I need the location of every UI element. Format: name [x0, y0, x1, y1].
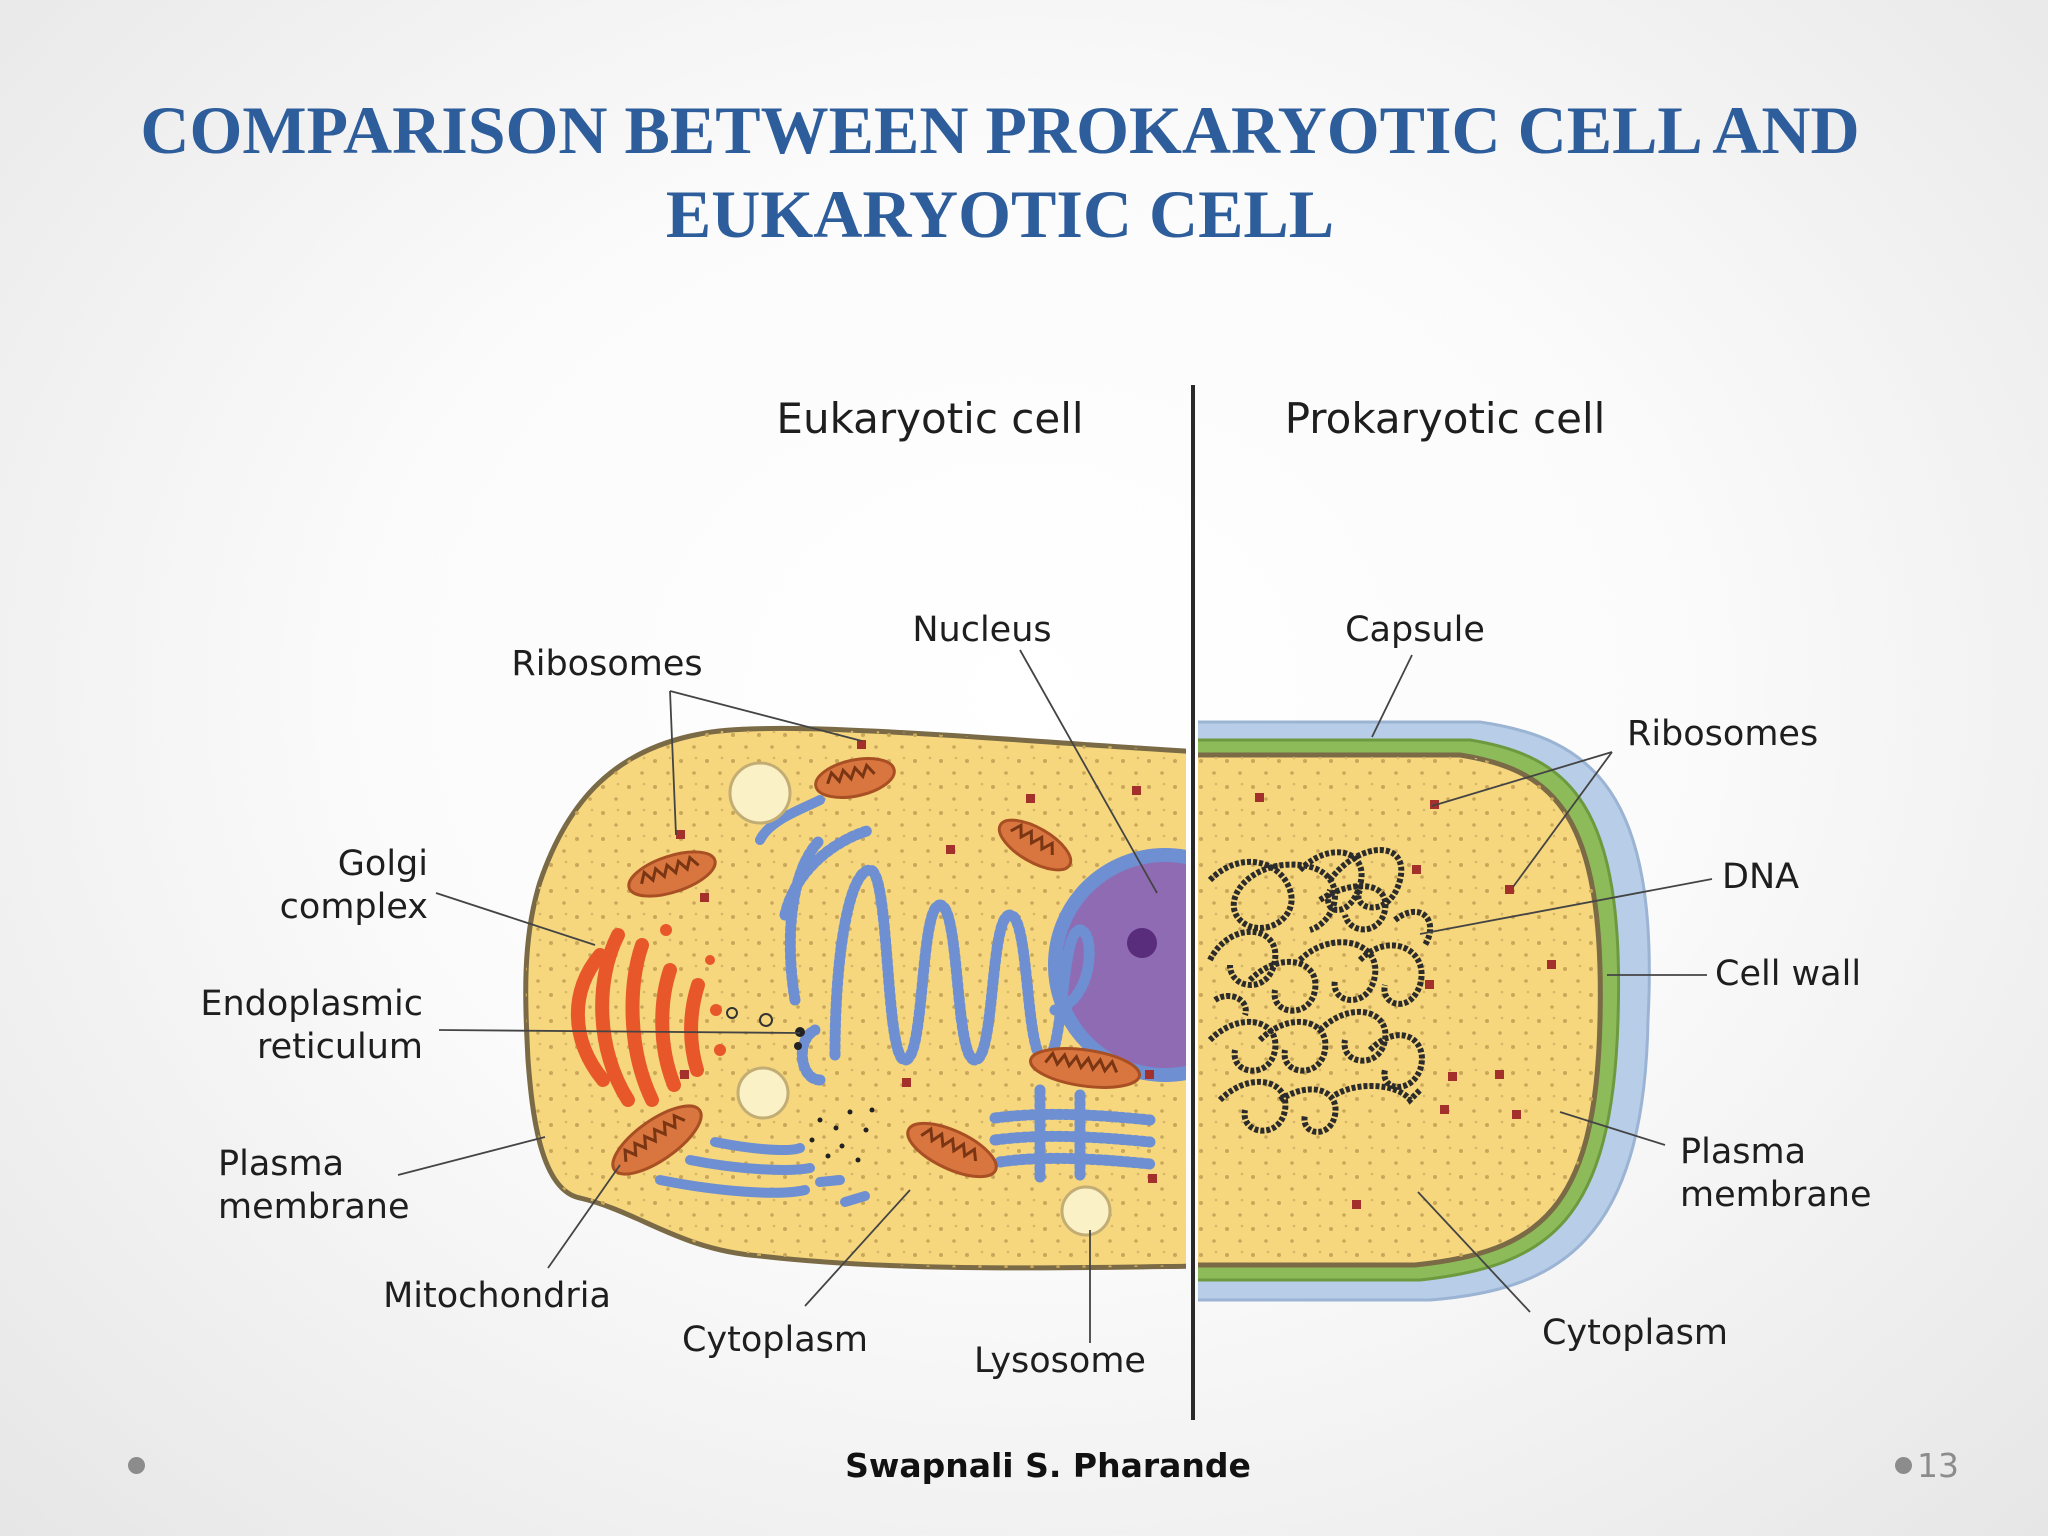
footer-author: Swapnali S. Pharande — [845, 1446, 1251, 1485]
dna-nucleoid — [1207, 847, 1434, 1135]
eukaryotic-heading: Eukaryotic cell — [776, 394, 1083, 443]
label-cell-wall: Cell wall — [1715, 954, 1861, 994]
right-footer-bullet — [1895, 1457, 1912, 1474]
slide-title: COMPARISON BETWEEN PROKARYOTIC CELL AND … — [0, 88, 2000, 256]
label-euk-cytoplasm: Cytoplasm — [682, 1320, 868, 1360]
label-prokaryotic-ribosomes: Ribosomes — [1627, 714, 1818, 754]
label-lysosome: Lysosome — [974, 1341, 1146, 1381]
label-euk-plasma-line1: Plasma — [218, 1144, 344, 1184]
label-pro-plasma-line1: Plasma — [1680, 1132, 1806, 1172]
nucleus — [1048, 848, 1186, 1082]
eukaryotic-granules — [794, 1027, 875, 1163]
label-golgi-line1: Golgi — [338, 844, 428, 884]
label-capsule: Capsule — [1345, 610, 1485, 650]
label-er-line2: reticulum — [257, 1027, 423, 1067]
slide-title-line-2: EUKARYOTIC CELL — [665, 176, 1335, 252]
page-number: 13 — [1917, 1446, 1959, 1485]
left-footer-bullet — [128, 1457, 145, 1474]
label-pro-plasma-line2: membrane — [1680, 1175, 1872, 1215]
eukaryotic-ribosomes — [676, 740, 1157, 1183]
prokaryotic-cell — [1198, 720, 1651, 1302]
label-golgi-line2: complex — [280, 887, 428, 927]
mitochondria — [611, 757, 1142, 1179]
lysosomes — [726, 761, 1112, 1237]
label-nucleus: Nucleus — [912, 610, 1051, 650]
smooth-er — [655, 795, 870, 1207]
label-eukaryotic-ribosomes: Ribosomes — [511, 644, 702, 684]
golgi-complex — [570, 924, 726, 1107]
label-dna: DNA — [1722, 857, 1799, 897]
eukaryotic-cell — [523, 725, 1186, 1271]
label-euk-plasma-line2: membrane — [218, 1187, 410, 1227]
label-mitochondria: Mitochondria — [383, 1276, 611, 1316]
leader-lines — [397, 649, 1713, 1343]
label-er-line1: Endoplasmic — [200, 984, 423, 1024]
prokaryotic-heading: Prokaryotic cell — [1285, 394, 1606, 443]
endoplasmic-reticulum — [779, 824, 1156, 1186]
label-pro-cytoplasm: Cytoplasm — [1542, 1313, 1728, 1353]
slide-title-line-1: COMPARISON BETWEEN PROKARYOTIC CELL AND — [140, 92, 1860, 168]
